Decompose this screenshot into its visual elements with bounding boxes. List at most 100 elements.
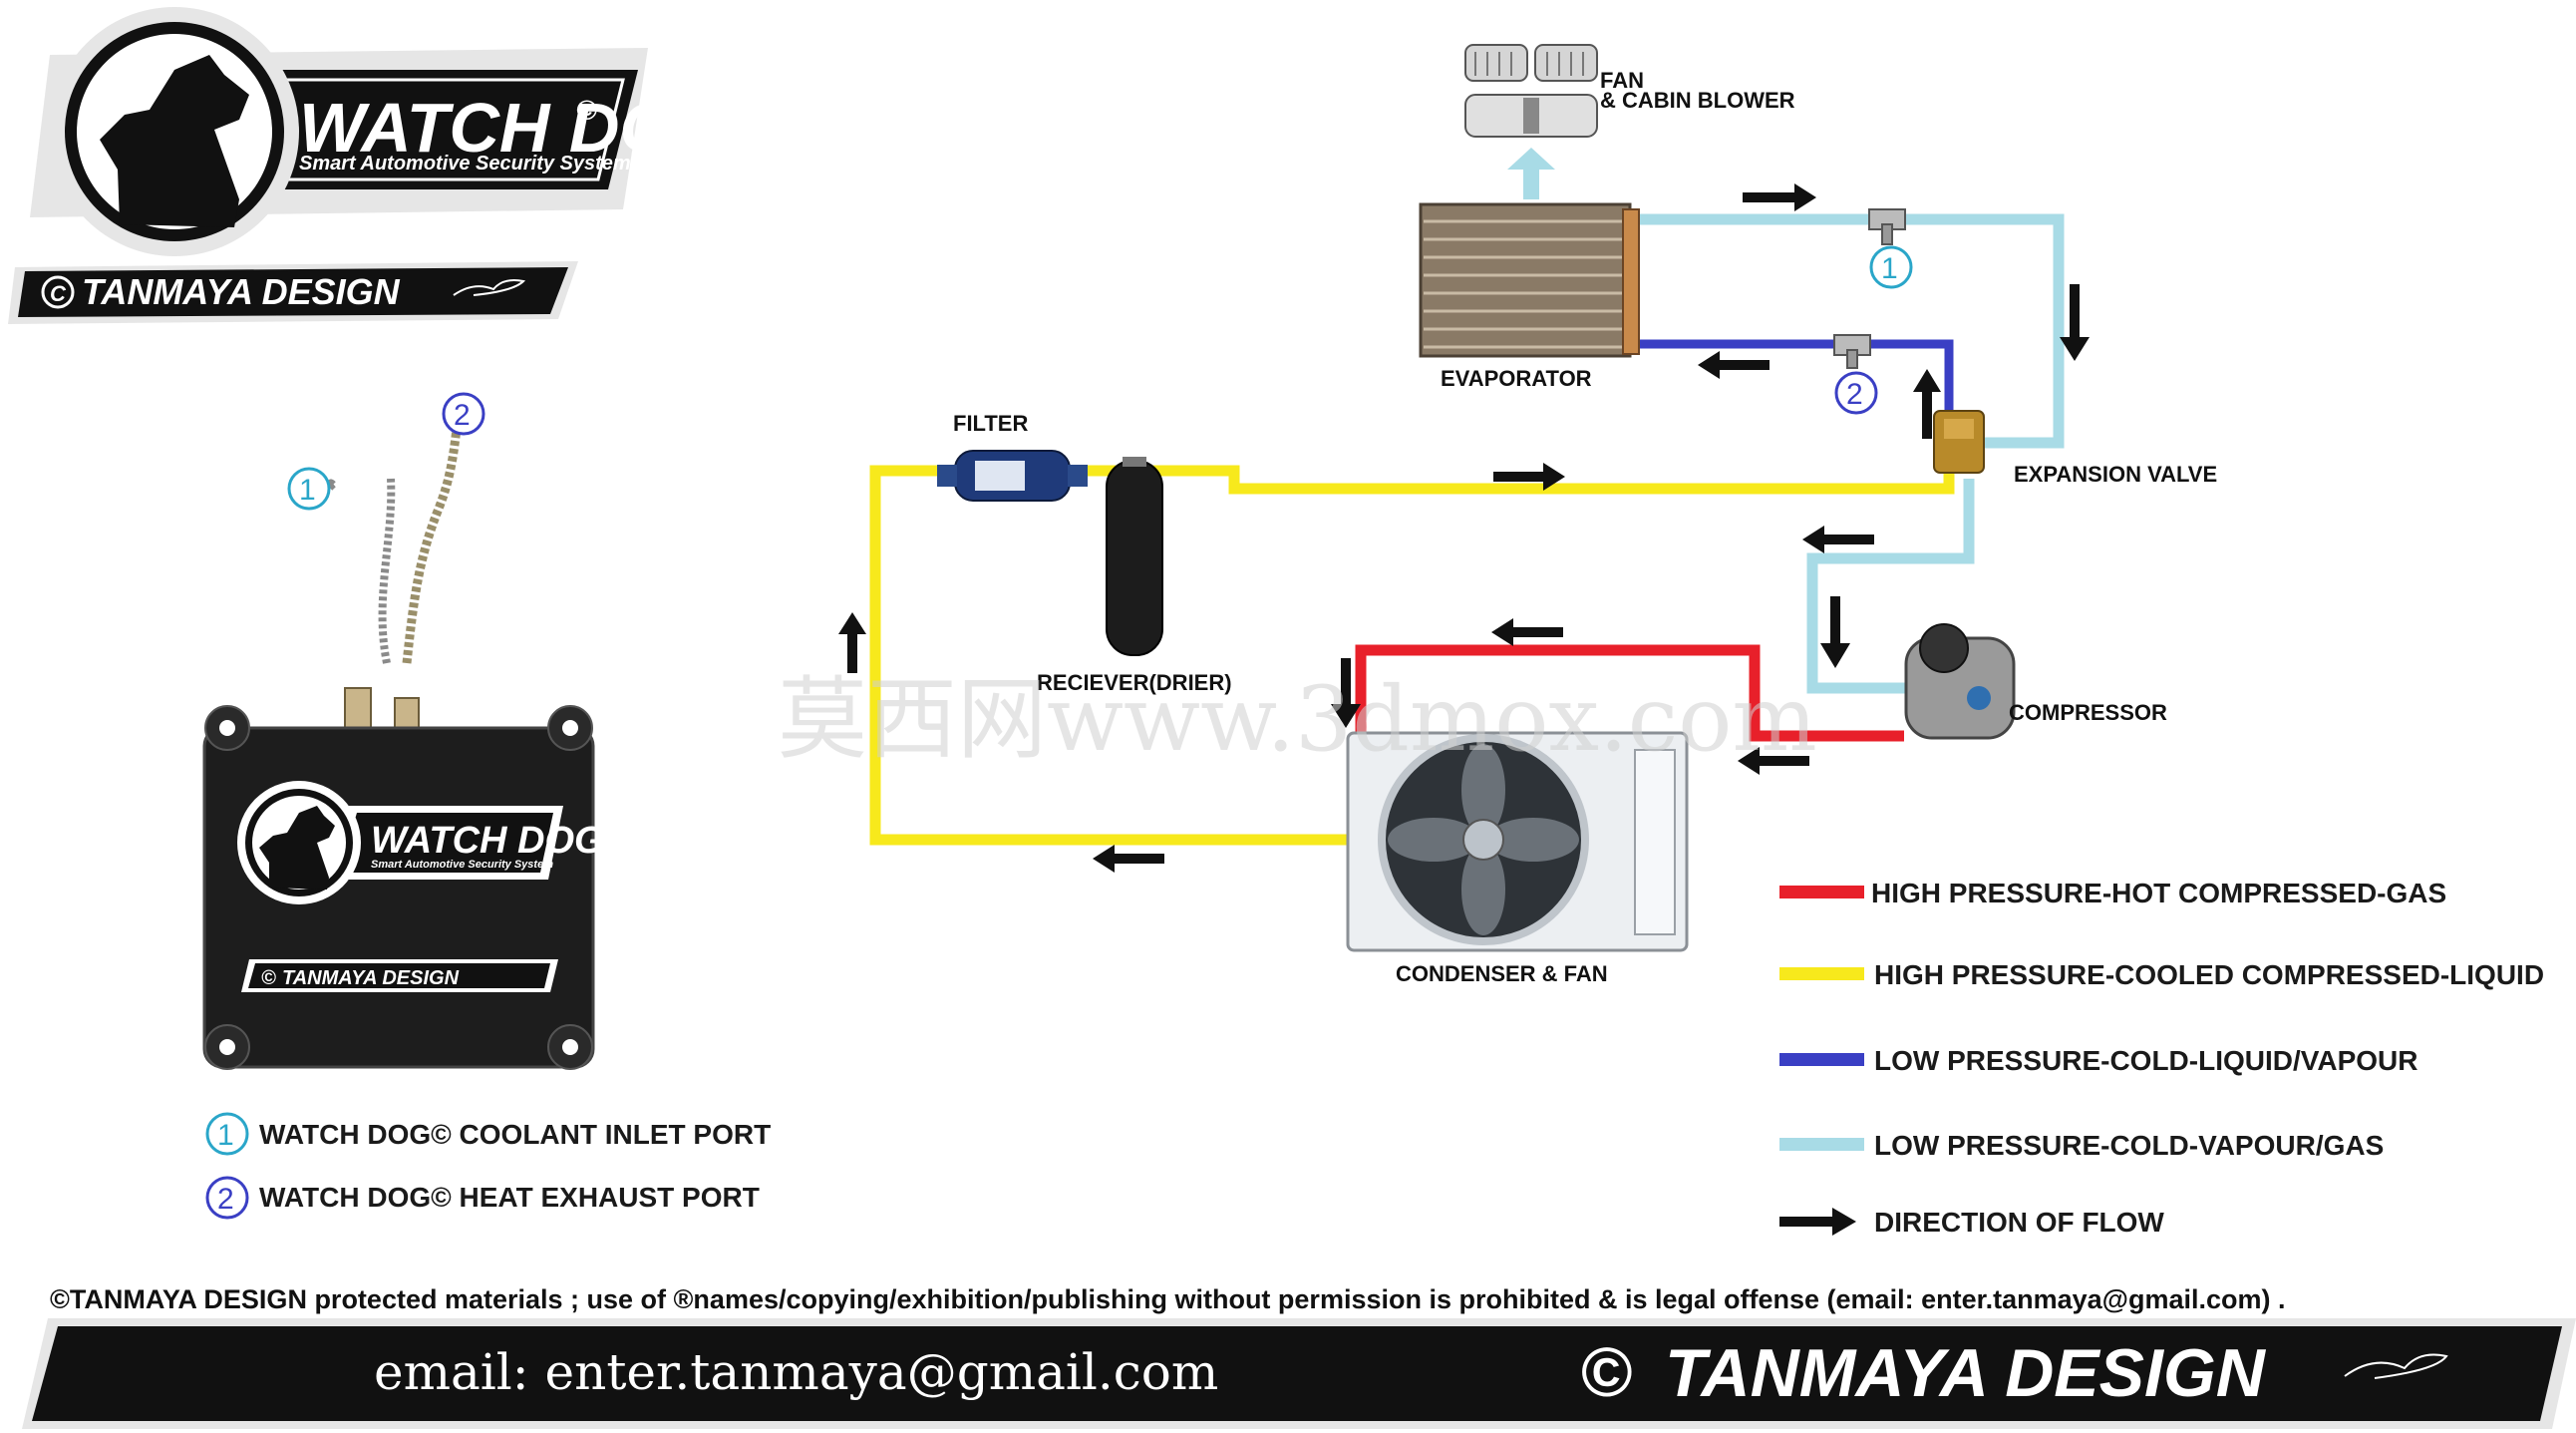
condenser-label: CONDENSER & FAN [1396,961,1608,986]
filter-outlet-fitting [1068,465,1088,487]
copyright-c-glyph: C [50,281,67,306]
exhaust-cable [402,428,462,664]
logo-subtitle: Smart Automotive Security System [299,153,631,175]
flow-arrow-right-top [1743,183,1816,211]
inlet-cable [378,478,396,664]
wolf-icon [100,55,249,227]
port-legend-label-1: WATCH DOG© COOLANT INLET PORT [259,1119,771,1150]
logo-designer: TANMAYA DESIGN [82,271,401,312]
flow-arrow-left-compressor [1738,747,1809,775]
service-port-1-stem [1881,223,1893,245]
pipes [869,213,2065,846]
watchdog-device: WATCH DOG Smart Automotive Security Syst… [202,406,604,1070]
compressor-label: COMPRESSOR [2009,700,2167,725]
flow-arrow-right-yellow [1493,463,1565,491]
evaporator: EVAPORATOR [1419,202,1640,391]
designer-banner [18,267,568,317]
legend-flow-arrow-icon [1779,1208,1856,1236]
receiver-cap [1123,457,1146,467]
signature-icon [453,279,526,296]
flow-arrow-left-suction [1802,526,1874,553]
legend: HIGH PRESSURE-HOT COMPRESSED-GAS HIGH PR… [1779,878,2544,1238]
footer-bar [32,1326,2562,1421]
cable-markers: 1 2 [287,392,485,511]
fan-label-line2: & CABIN BLOWER [1600,88,1795,113]
mount-hole-tl-inner [219,720,235,736]
device-banner-inner [339,813,553,873]
exhaust-marker-number: 2 [454,399,471,432]
filter: FILTER [937,411,1088,502]
compressor-label-dot [1967,686,1991,710]
circuit-marker-1-circle [1869,245,1913,289]
legend-swatch-blue [1779,1053,1864,1066]
pipe-lightblue-suction-bottom [1806,479,1975,694]
flow-arrow-left-red [1491,618,1563,646]
pipe-red-discharge-line [1355,644,1904,742]
inlet-marker-number: 1 [299,474,316,507]
port-legend-marker-1 [205,1112,249,1156]
legend-swatch-red [1779,886,1864,898]
flow-arrow-left-blue [1698,351,1770,379]
filter-label-plate [975,461,1025,491]
device-designer: TANMAYA DESIGN [282,967,460,989]
condenser: CONDENSER & FAN [1346,731,1689,986]
expansion-valve-label: EXPANSION VALVE [2014,462,2217,487]
logo-banner [229,70,638,189]
flow-arrows [838,183,2090,873]
receiver-label: RECIEVER(DRIER) [1037,670,1232,695]
cabin-blower: FAN & CABIN BLOWER [1464,44,1795,199]
expansion-valve: EXPANSION VALVE [1933,410,2217,487]
pipe-blue-evaporator-inlet [1635,339,1954,429]
port-legend-label-2: WATCH DOG© HEAT EXHAUST PORT [259,1182,760,1213]
legend-label-red: HIGH PRESSURE-HOT COMPRESSED-GAS [1871,878,2446,908]
filter-inlet-fitting [937,465,957,487]
airflow-up-arrow [1507,148,1555,199]
port-legend-number-2: 2 [217,1183,234,1216]
inlet-cable-tip [327,479,336,491]
circuit-marker-2-circle [1834,371,1878,415]
footer-email: email: enter.tanmaya@gmail.com [374,1343,1218,1401]
expansion-valve-head [1944,419,1974,439]
port-legend-marker-2 [205,1176,249,1220]
footer-copyright-symbol: © [1580,1333,1632,1411]
logo-title: WATCH DOG [299,89,728,167]
copyright-notice: ©TANMAYA DESIGN protected materials ; us… [50,1284,2286,1314]
device-wolf-icon [259,806,335,890]
exhaust-marker-circle [442,392,485,436]
pipe-yellow-liquid-line [869,461,1955,846]
evaporator-copper-tubes [1622,208,1640,355]
line-fittings: 1 2 [1833,208,1913,415]
condenser-fan-blades [1388,744,1579,935]
flow-arrow-left-yellow-bottom [1093,845,1164,873]
blower-motor [1523,98,1539,134]
port-legend-number-1: 1 [217,1119,234,1152]
receiver-body [1106,460,1163,656]
legend-label-lightblue: LOW PRESSURE-COLD-VAPOUR/GAS [1874,1130,2384,1161]
service-port-2-stem [1846,349,1858,369]
condenser-fan-hub [1462,819,1504,861]
evaporator-core [1419,202,1632,358]
device-body [202,726,595,1069]
evaporator-label: EVAPORATOR [1441,366,1592,391]
pipe-lightblue-suction-top [1635,213,2065,449]
flow-arrow-down-right [2060,284,2090,361]
condenser-side-tank [1634,749,1676,935]
legend-swatch-yellow [1779,967,1864,980]
device-designer-copyright: © [261,967,276,989]
port-legend: 1 WATCH DOG© COOLANT INLET PORT 2 WATCH … [205,1112,771,1220]
inlet-marker-circle [287,467,331,511]
device-designer-banner-inner [248,963,550,988]
flow-arrow-down-suction [1820,596,1850,668]
watchdog-logo: WATCH DOG © Smart Automotive Security Sy… [8,7,728,324]
device-subtitle: Smart Automotive Security System [371,859,553,871]
fan-label-line1: FAN [1600,68,1644,93]
compressor: COMPRESSOR [1904,623,2167,740]
legend-swatch-lightblue [1779,1138,1864,1151]
device-title: WATCH DOG [371,820,604,862]
flow-arrow-up-valve [1913,369,1941,439]
receiver-drier: RECIEVER(DRIER) [1037,457,1232,695]
blower-wheel-2 [1534,44,1598,82]
mount-hole-br-inner [562,1039,578,1055]
legend-label-blue: LOW PRESSURE-COLD-LIQUID/VAPOUR [1874,1045,2417,1076]
